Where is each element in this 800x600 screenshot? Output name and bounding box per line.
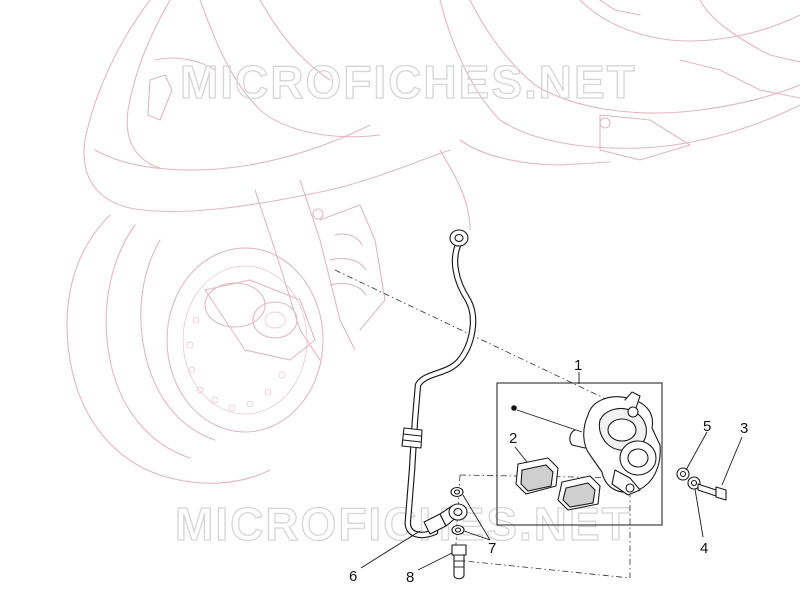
brake-pad-right[interactable] (557, 475, 601, 511)
callout-1: 1 (574, 357, 582, 374)
brake-pad-left[interactable] (515, 457, 559, 495)
callout-3: 3 (740, 420, 748, 437)
kit-marker-dot (511, 405, 517, 411)
caliper-kit-frame (496, 382, 663, 526)
callout-leaders (360, 372, 743, 571)
callout-8: 8 (406, 569, 414, 586)
caliper-bolt[interactable] (697, 483, 727, 501)
callout-5: 5 (703, 418, 711, 435)
watermark-top: MICROFICHES.NET (180, 56, 637, 108)
washer-part-5[interactable] (676, 467, 690, 481)
callout-2: 2 (509, 430, 517, 447)
callout-4: 4 (700, 540, 708, 557)
banjo-bolt[interactable] (451, 544, 467, 580)
scooter-ghost-outline (66, 0, 800, 484)
callout-7: 7 (488, 540, 496, 557)
callout-6: 6 (349, 568, 357, 585)
brake-hose[interactable] (401, 229, 477, 539)
brake-caliper[interactable] (569, 391, 661, 496)
washer-part-4[interactable] (687, 476, 701, 490)
sealing-washer-lower[interactable] (451, 524, 465, 536)
sealing-washer-upper[interactable] (450, 486, 464, 498)
